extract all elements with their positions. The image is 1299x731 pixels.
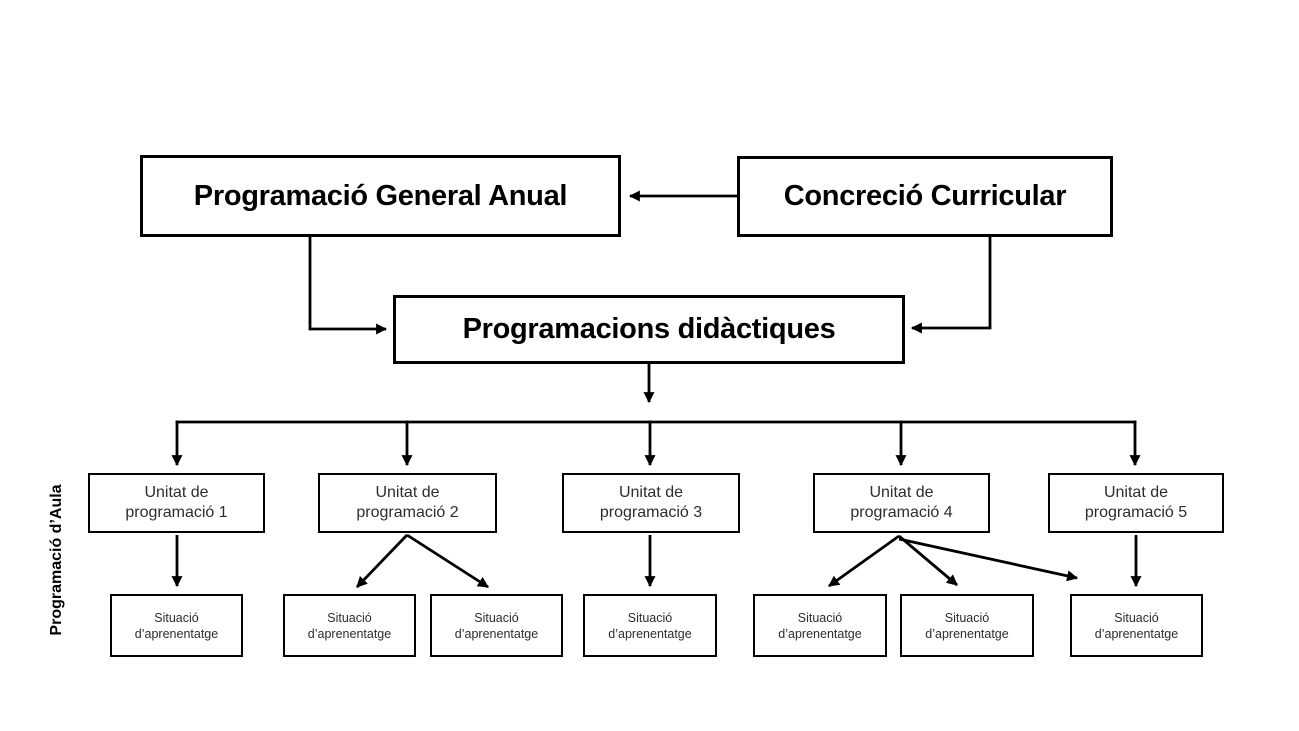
node-label-line2: d’aprenentatge (1094, 626, 1179, 641)
node-programacions-didactiques: Programacions didàctiques (393, 295, 905, 364)
node-situacio-aprenentatge-3: Situació d’aprenentatge (430, 594, 563, 657)
node-programacio-general-anual: Programació General Anual (140, 155, 621, 237)
edge-u2-to-s3 (406, 533, 489, 589)
node-situacio-aprenentatge-6: Situació d’aprenentatge (900, 594, 1034, 657)
node-label-line2: d’aprenentatge (778, 626, 862, 641)
node-situacio-aprenentatge-2: Situació d’aprenentatge (283, 594, 416, 657)
node-label: Programacions didàctiques (462, 313, 836, 345)
node-label-line2: d’aprenentatge (925, 626, 1009, 641)
node-label-line1: Unitat de (618, 484, 684, 501)
node-label-line2: programació 4 (850, 504, 953, 521)
node-label-line1: Unitat de (144, 484, 209, 501)
node-unitat-programacio-1: Unitat de programació 1 (88, 473, 265, 533)
node-situacio-aprenentatge-1: Situació d’aprenentatge (110, 594, 243, 657)
node-label-line1: Situació (154, 610, 199, 625)
node-label-line1: Unitat de (869, 484, 934, 501)
node-label-line2: d’aprenentatge (307, 626, 392, 641)
node-label-line1: Situació (797, 610, 843, 625)
node-label-line1: Situació (944, 610, 990, 625)
node-label-line1: Situació (474, 610, 519, 625)
edge-u4-to-s7 (898, 537, 1079, 582)
node-label-line2: d’aprenentatge (608, 626, 692, 641)
node-unitat-programacio-4: Unitat de programació 4 (813, 473, 990, 533)
node-label: Programació General Anual (193, 179, 568, 212)
node-situacio-aprenentatge-5: Situació d’aprenentatge (753, 594, 887, 657)
edge-cc-to-pd (910, 237, 992, 334)
node-unitat-programacio-3: Unitat de programació 3 (562, 473, 740, 533)
side-label-programacio-aula: Programació d’Aula (48, 484, 65, 636)
node-situacio-aprenentatge-7: Situació d’aprenentatge (1070, 594, 1203, 657)
node-label-line1: Unitat de (1103, 484, 1169, 501)
node-situacio-aprenentatge-4: Situació d’aprenentatge (583, 594, 717, 657)
node-label-line1: Situació (627, 610, 673, 625)
node-label-line2: programació 5 (1084, 504, 1188, 521)
node-label-line2: d’aprenentatge (134, 626, 219, 641)
node-concrecio-curricular: Concreció Curricular (737, 156, 1113, 237)
node-label-line1: Unitat de (375, 484, 440, 501)
edge-u2-to-s2 (355, 534, 409, 588)
node-label-line2: programació 1 (125, 504, 228, 521)
node-unitat-programacio-5: Unitat de programació 5 (1048, 473, 1224, 533)
node-label: Concreció Curricular (783, 180, 1067, 212)
node-unitat-programacio-2: Unitat de programació 2 (318, 473, 497, 533)
edge-pga-to-pd (308, 237, 388, 335)
node-label-line2: programació 2 (356, 504, 459, 521)
node-label-line1: Situació (1114, 610, 1159, 625)
edge-u4-to-s6 (898, 534, 958, 587)
edge-u4-to-s5 (828, 534, 900, 588)
node-label-line2: programació 3 (599, 504, 703, 521)
node-label-line1: Situació (327, 610, 372, 625)
node-label-line2: d’aprenentatge (454, 626, 539, 641)
